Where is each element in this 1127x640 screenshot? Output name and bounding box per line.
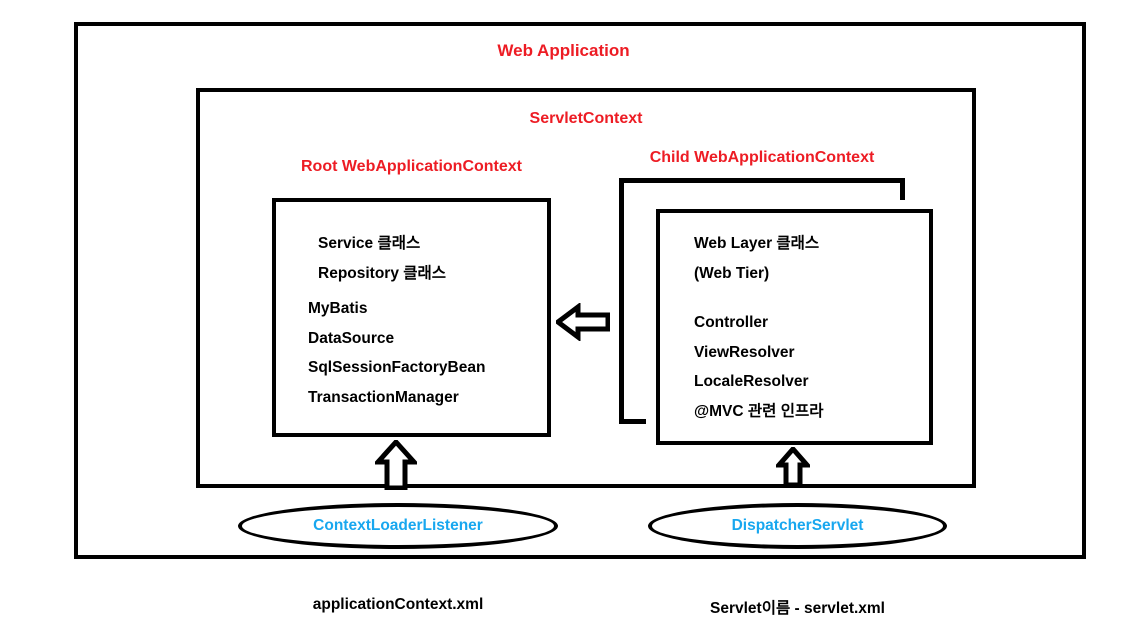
arrow-dispatcher-servlet-up-icon — [776, 447, 810, 487]
servlet-context-title: ServletContext — [529, 110, 643, 127]
bracket-top-segment — [619, 178, 905, 183]
list-spacer — [694, 295, 924, 315]
list-item: @MVC 관련 인프라 — [694, 402, 824, 420]
root-context-bean-list: Service 클래스 Repository 클래스 MyBatis DataS… — [308, 236, 538, 419]
list-item: DataSource — [308, 329, 395, 347]
dispatcher-servlet-label: DispatcherServlet — [731, 517, 864, 534]
list-item: (Web Tier) — [694, 264, 770, 282]
servlet-xml-label: Servlet이름 - servlet.xml — [710, 600, 885, 617]
list-item: MyBatis — [308, 300, 368, 317]
application-context-xml-label: applicationContext.xml — [312, 596, 484, 613]
list-item: LocaleResolver — [694, 373, 809, 390]
servlet-context-frame — [196, 88, 976, 488]
web-layer-bean-list: Web Layer 클래스 (Web Tier) Controller View… — [694, 236, 924, 433]
bracket-bottom-stub — [619, 419, 646, 424]
root-webapplicationcontext-title: Root WebApplicationContext — [300, 158, 523, 175]
list-item: Service 클래스 — [318, 235, 421, 252]
web-application-title: Web Application — [497, 41, 630, 60]
child-webapplicationcontext-title: Child WebApplicationContext — [649, 149, 875, 166]
list-item: TransactionManager — [308, 388, 459, 406]
web-application-frame — [74, 22, 1086, 559]
root-webapplicationcontext-box — [272, 198, 551, 437]
list-item: Controller — [694, 314, 769, 331]
bracket-right-stub — [900, 178, 905, 200]
list-item: Web Layer 클래스 — [694, 235, 820, 252]
list-item: SqlSessionFactoryBean — [308, 359, 486, 376]
context-loader-listener-node[interactable]: ContextLoaderListener — [238, 503, 558, 549]
bracket-left-segment — [619, 178, 624, 424]
list-item: Repository 클래스 — [318, 264, 447, 282]
arrow-context-loader-listener-up-icon — [375, 440, 417, 490]
child-webapplicationcontext-bracket — [619, 178, 905, 424]
dispatcher-servlet-node[interactable]: DispatcherServlet — [648, 503, 947, 549]
context-loader-listener-label: ContextLoaderListener — [313, 517, 483, 534]
web-layer-box — [656, 209, 933, 445]
list-item: ViewResolver — [694, 343, 795, 361]
arrow-child-to-root-icon — [556, 303, 610, 341]
